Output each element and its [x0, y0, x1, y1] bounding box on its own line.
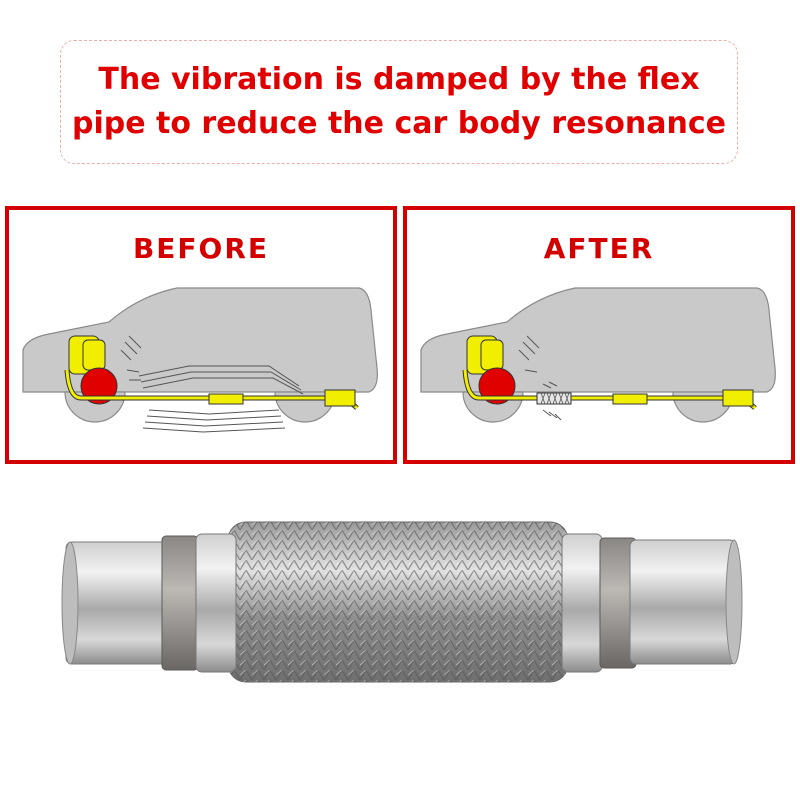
flex-pipe-section [536, 392, 572, 405]
muffler-mid [208, 393, 244, 405]
left-pipe-end [65, 541, 177, 665]
vibration-lines [120, 335, 304, 433]
before-car-illustration [22, 287, 378, 433]
after-panel: AFTER [403, 206, 795, 464]
headline-box: The vibration is damped by the flex pipe… [60, 40, 738, 164]
car-body [22, 287, 378, 393]
right-pipe-end [629, 539, 737, 665]
engine-red-unit [80, 367, 118, 405]
headline: The vibration is damped by the flex pipe… [72, 58, 726, 146]
before-label: BEFORE [132, 232, 270, 265]
headline-line-2: pipe to reduce the car body resonance [72, 106, 726, 141]
after-label: AFTER [543, 232, 655, 265]
muffler-mid [612, 393, 648, 405]
headline-line-1: The vibration is damped by the flex [98, 62, 700, 97]
left-collar [161, 535, 199, 671]
vibration-lines [518, 335, 562, 421]
muffler-rear [722, 389, 754, 407]
before-panel: BEFORE [5, 206, 397, 464]
flex-pipe-product-image [61, 521, 743, 683]
engine-red-unit [478, 367, 516, 405]
car-body [420, 287, 776, 393]
muffler-rear [324, 389, 356, 407]
after-car-illustration [420, 287, 776, 423]
